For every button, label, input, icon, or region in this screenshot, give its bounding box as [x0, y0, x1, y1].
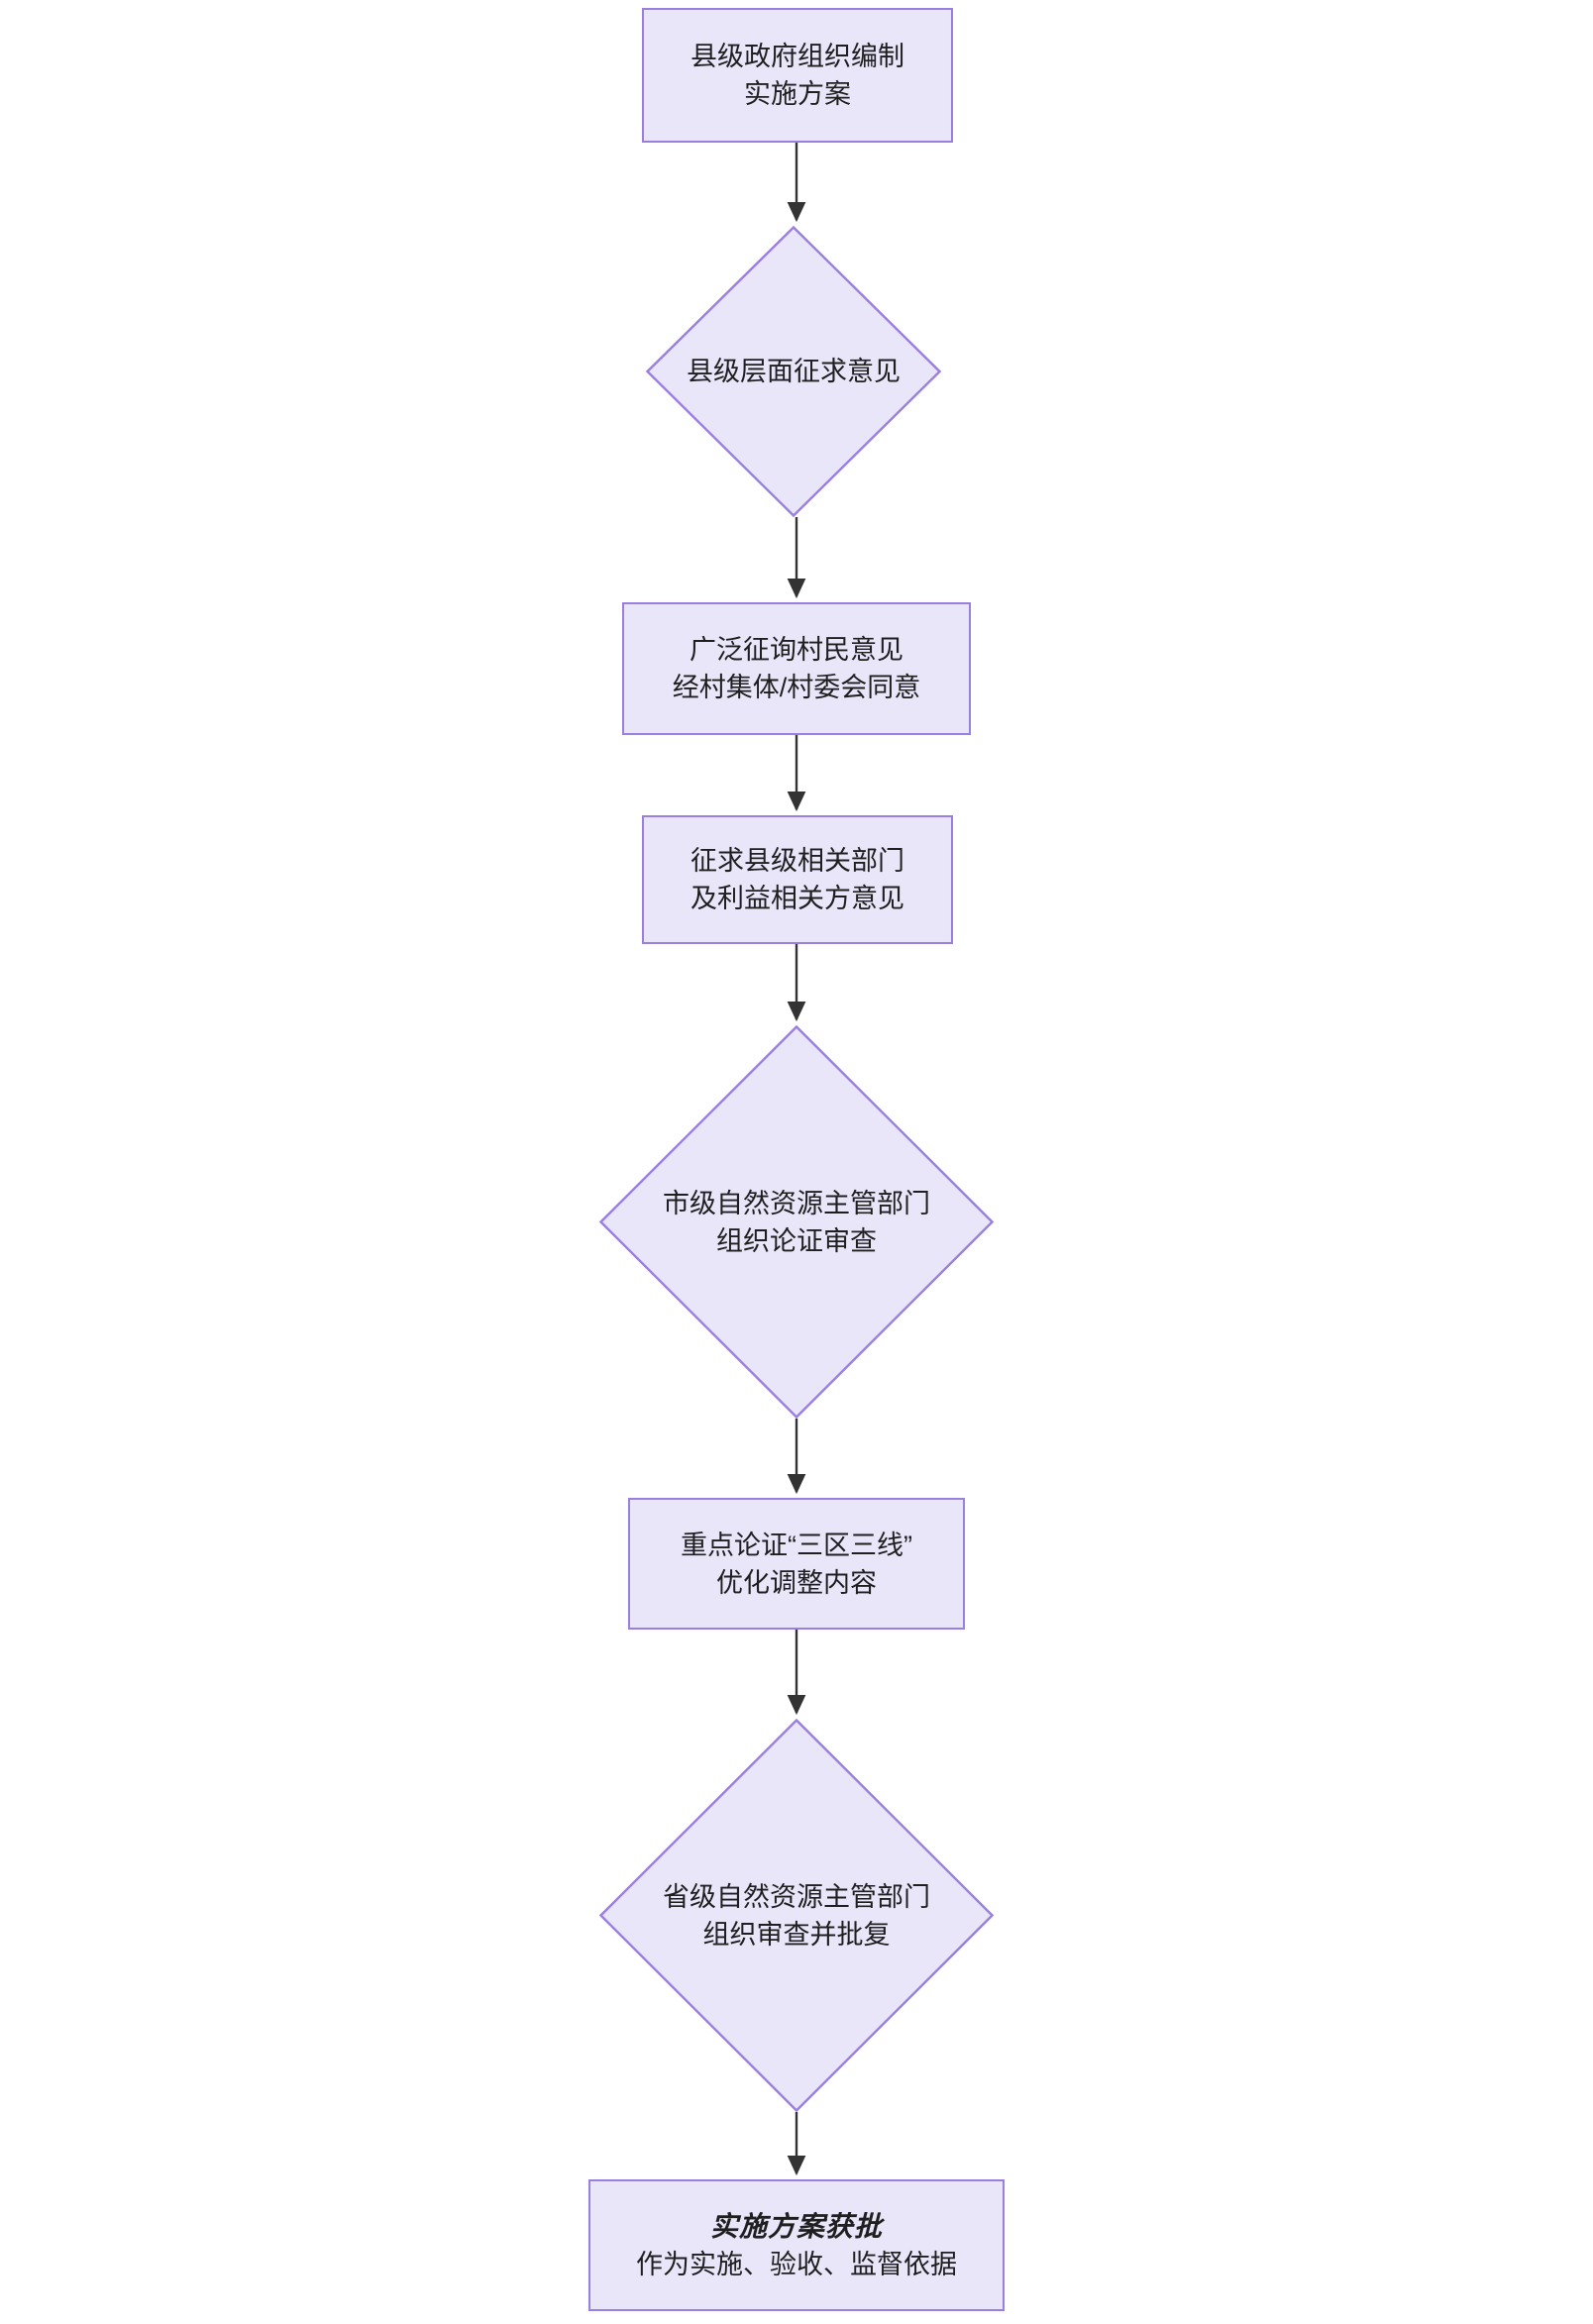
node-villager-opinion-collection[interactable]: 广泛征询村民意见 经村集体/村委会同意 [622, 602, 971, 735]
node-line-2: 作为实施、验收、监督依据 [636, 2249, 957, 2279]
node-line-2: 经村集体/村委会同意 [672, 673, 921, 702]
node-label: 市级自然资源主管部门 组织论证审查 [663, 1185, 930, 1260]
node-label: 广泛征询村民意见 经村集体/村委会同意 [673, 631, 921, 706]
node-label: 县级层面征求意见 [687, 353, 901, 390]
node-line-2: 及利益相关方意见 [690, 884, 904, 913]
diamond-shape [599, 1025, 994, 1419]
node-line-1: 县级政府组织编制 [690, 42, 904, 71]
node-line-1: 重点论证“三区三线” [681, 1530, 912, 1560]
node-line-1: 征求县级相关部门 [690, 846, 904, 876]
node-municipal-natural-resources-review[interactable]: 市级自然资源主管部门 组织论证审查 [599, 1025, 994, 1419]
diamond-shape [646, 226, 941, 517]
node-three-zones-three-lines-optimization[interactable]: 重点论证“三区三线” 优化调整内容 [628, 1498, 965, 1630]
node-line-1: 广泛征询村民意见 [689, 635, 903, 665]
node-line-2: 组织论证审查 [716, 1225, 877, 1256]
node-line-1: 省级自然资源主管部门 [663, 1881, 930, 1912]
node-line-1: 县级层面征求意见 [687, 357, 901, 386]
node-provincial-natural-resources-approval[interactable]: 省级自然资源主管部门 组织审查并批复 [599, 1719, 994, 2112]
node-line-2: 实施方案 [744, 79, 851, 109]
node-label: 省级自然资源主管部门 组织审查并批复 [663, 1878, 930, 1954]
diamond-shape [599, 1719, 994, 2112]
node-county-level-consultation[interactable]: 县级层面征求意见 [646, 226, 941, 517]
node-label: 县级政府组织编制 实施方案 [690, 38, 904, 113]
node-line-2: 组织审查并批复 [702, 1919, 891, 1950]
node-label: 征求县级相关部门 及利益相关方意见 [690, 842, 904, 917]
node-plan-approved-result[interactable]: 实施方案获批 作为实施、验收、监督依据 [588, 2179, 1005, 2311]
node-line-1: 实施方案获批 [709, 2210, 883, 2242]
node-line-1: 市级自然资源主管部门 [663, 1188, 930, 1218]
node-label: 实施方案获批 作为实施、验收、监督依据 [636, 2208, 957, 2283]
node-label: 重点论证“三区三线” 优化调整内容 [681, 1527, 912, 1602]
node-line-2: 优化调整内容 [715, 1567, 877, 1598]
node-county-departments-stakeholders-opinion[interactable]: 征求县级相关部门 及利益相关方意见 [642, 815, 953, 944]
node-county-government-prepares-plan[interactable]: 县级政府组织编制 实施方案 [642, 8, 953, 143]
